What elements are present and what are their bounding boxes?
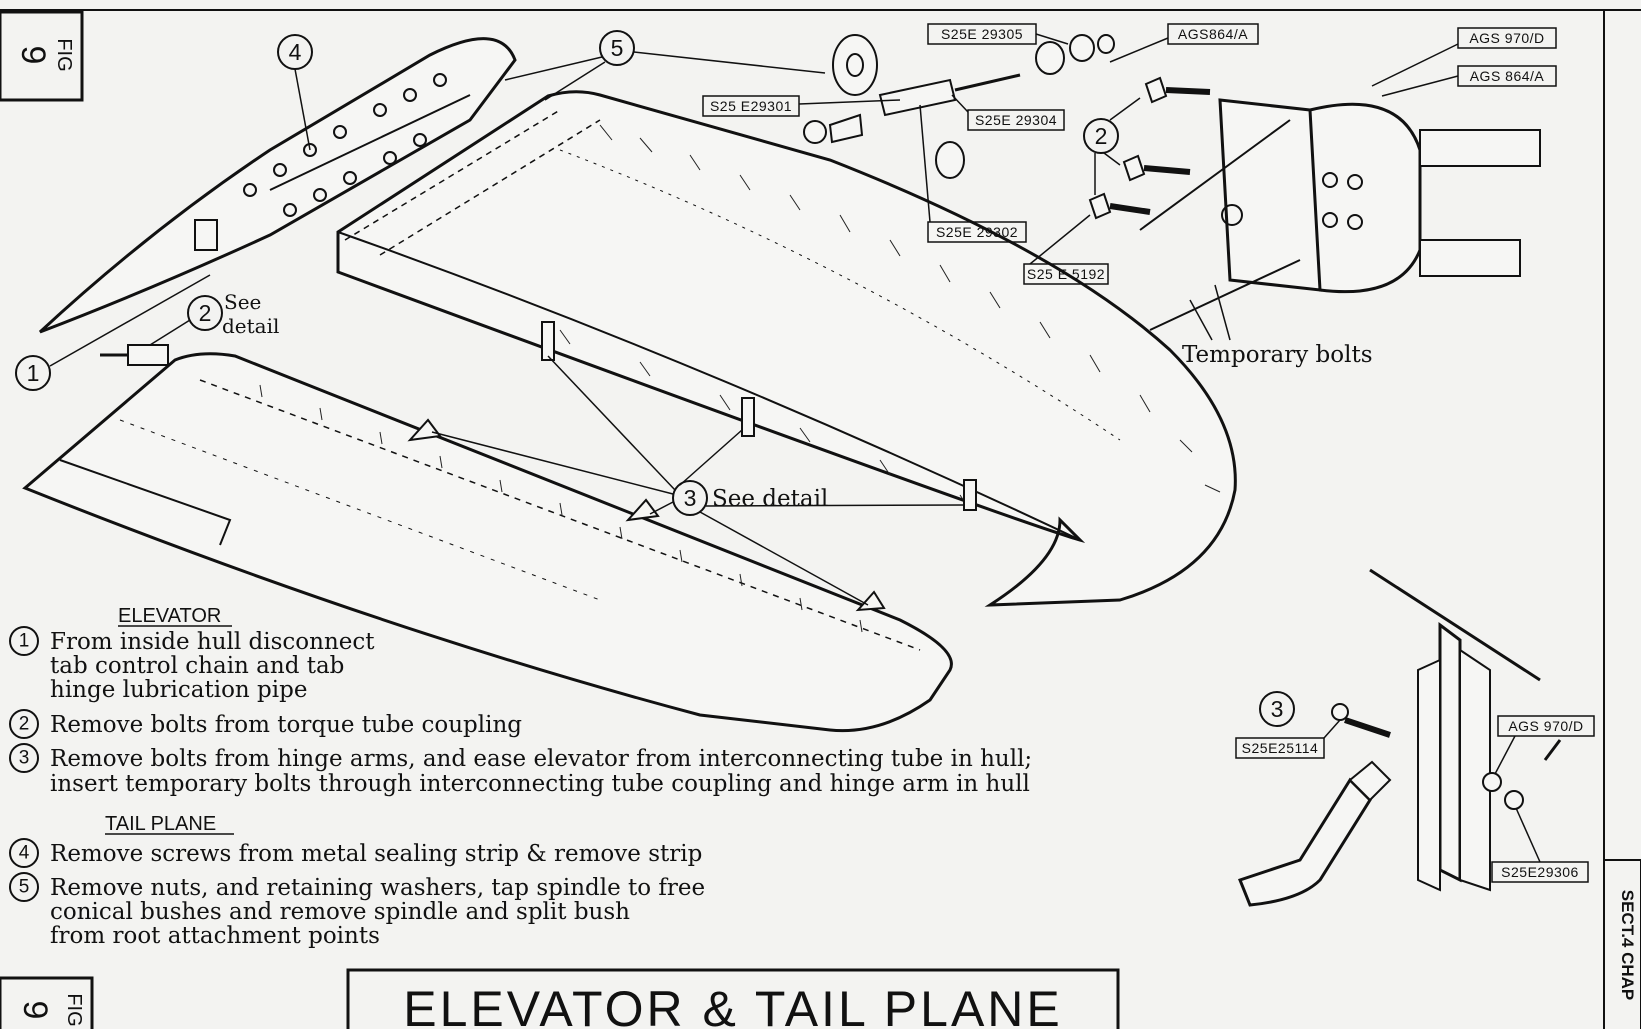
instructions-block: ELEVATOR 1 From inside hull disconnect t…	[9, 605, 1032, 949]
temporary-bolts-label: Temporary bolts	[1182, 342, 1373, 368]
step-5-line-1: Remove nuts, and retaining washers, tap …	[50, 875, 705, 901]
callout-3-detail: 3	[1271, 696, 1284, 722]
ref-s25e29304: S25E 29304	[975, 112, 1057, 128]
ref-s25e29301: S25 E29301	[710, 98, 792, 114]
step-5-number: 5	[19, 877, 30, 898]
tailplane-drawing	[336, 90, 1237, 607]
heading-tail-plane: TAIL PLANE	[105, 813, 216, 835]
step-2-number: 2	[19, 714, 30, 735]
fig-number-bottom: 9	[16, 1001, 54, 1020]
heading-elevator: ELEVATOR	[118, 605, 221, 627]
step-2-line-1: Remove bolts from torque tube coupling	[50, 712, 522, 738]
step-3-line-2: insert temporary bolts through interconn…	[50, 771, 1030, 797]
fig-word-bottom: FIG	[63, 993, 85, 1026]
callout-2-detail: 2	[1095, 123, 1108, 149]
section-tag-text: SECT.4 CHAP	[1618, 890, 1637, 1001]
fig-number-top: 9	[14, 46, 52, 65]
drawing-title: ELEVATOR & TAIL PLANE	[403, 981, 1063, 1029]
ref-s25e5192: S25 E 5192	[1027, 266, 1105, 282]
step-5-line-3: from root attachment points	[50, 923, 380, 949]
callout-1: 1	[27, 360, 40, 386]
callout-4: 4	[289, 39, 302, 65]
step-1-line-3: hinge lubrication pipe	[50, 677, 307, 703]
ref-ags864a-right: AGS 864/A	[1470, 68, 1545, 84]
fig-word-top: FIG	[53, 38, 75, 71]
sealing-strip-drawing	[38, 37, 517, 334]
elevator-drawing	[22, 344, 953, 733]
spindle-assembly-drawing	[803, 34, 1115, 179]
section-tag: SECT.4 CHAP	[1603, 859, 1641, 1029]
hinge-detail-drawing	[1238, 568, 1562, 907]
see-detail-2-line1: See	[224, 290, 261, 314]
ref-s25e29305: S25E 29305	[941, 26, 1023, 42]
see-detail-2-line2: detail	[222, 314, 279, 338]
callout-markers: 4 5 2 2 1 3 3	[15, 30, 1295, 727]
step-4-line-1: Remove screws from metal sealing strip &…	[50, 841, 702, 867]
see-detail-3: See detail	[712, 486, 828, 512]
part-reference-labels: S25E 29305 AGS864/A AGS 970/D AGS 864/A …	[702, 23, 1595, 883]
annotations: See detail See detail Temporary bolts	[222, 284, 1373, 512]
ref-ags970d-detail: AGS 970/D	[1508, 718, 1583, 734]
step-3-number: 3	[19, 748, 30, 769]
title-box: ELEVATOR & TAIL PLANE	[346, 968, 1120, 1029]
ref-s25e25114: S25E25114	[1242, 740, 1319, 756]
ref-s25e29306: S25E29306	[1501, 864, 1579, 880]
step-1-number: 1	[19, 631, 30, 652]
callout-3: 3	[684, 485, 697, 511]
fig-label-box-bottom: 9 FIG	[0, 976, 94, 1029]
step-3-line-1: Remove bolts from hinge arms, and ease e…	[50, 746, 1032, 772]
ref-ags864a-top: AGS864/A	[1178, 26, 1248, 42]
fig-label-box-top: 9 FIG	[0, 10, 84, 102]
step-4-number: 4	[19, 843, 30, 864]
ref-ags970d-top: AGS 970/D	[1469, 30, 1544, 46]
step-5-line-2: conical bushes and remove spindle and sp…	[50, 899, 630, 925]
hull-coupling-drawing	[1088, 76, 1541, 331]
ref-s25e29302: S25E 29302	[936, 224, 1018, 240]
step-1-line-2: tab control chain and tab	[50, 653, 344, 679]
callout-2: 2	[199, 300, 212, 326]
callout-5: 5	[611, 35, 624, 61]
step-1-line-1: From inside hull disconnect	[50, 629, 375, 655]
